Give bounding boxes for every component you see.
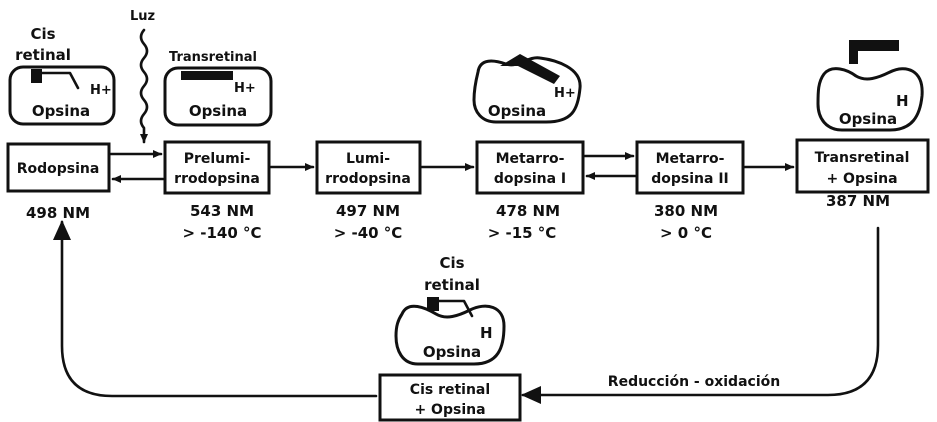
- metarro1-opsina-label: Opsina: [488, 102, 546, 120]
- metarro2-nm: 380 NM: [654, 202, 718, 220]
- transretinal-icon: [181, 71, 233, 80]
- metarro1-nm: 478 NM: [496, 202, 560, 220]
- metarro1-temp: > -15 °C: [488, 224, 557, 242]
- metarro2-label-2: dopsina II: [651, 171, 729, 187]
- transretinal-label: Transretinal: [169, 50, 257, 65]
- reduction-oxidation-label: Reducción - oxidación: [608, 374, 780, 390]
- trans-nm: 387 NM: [826, 192, 890, 210]
- lumi-nm: 497 NM: [336, 202, 400, 220]
- metarro1-label-1: Metarro-: [496, 151, 565, 167]
- arrow-reduction-oxidation: [523, 228, 878, 395]
- cis-opsina-label-1: Cis retinal: [410, 382, 490, 398]
- free-transretinal-icon: [849, 40, 899, 51]
- metarro1-hplus: H+: [554, 86, 576, 101]
- light-label: Luz: [130, 9, 155, 24]
- free-transretinal-stub: [849, 50, 858, 64]
- rodopsina-label: Rodopsina: [17, 161, 100, 177]
- lumi-temp: > -40 °C: [334, 224, 403, 242]
- metarro2-temp: > 0 °C: [660, 224, 712, 242]
- cis-opsina-label-2: + Opsina: [414, 402, 485, 418]
- trans-label-1: Transretinal: [815, 150, 910, 166]
- bottom-opsin-h: H: [480, 324, 493, 342]
- lumi-label-2: rrodopsina: [325, 171, 411, 187]
- trans-label-2: + Opsina: [826, 171, 897, 187]
- cis-retinal-label-2: retinal: [15, 46, 71, 64]
- prelumi-nm: 543 NM: [190, 202, 254, 220]
- free-opsin-h: H: [896, 92, 909, 110]
- prelumi-label-1: Prelumi-: [184, 151, 251, 167]
- prelumi-temp: > -140 °C: [182, 224, 261, 242]
- metarro1-label-2: dopsina I: [494, 171, 566, 187]
- cis-retinal-label-1: Cis: [30, 25, 55, 43]
- cis-retinal-icon: [31, 69, 42, 83]
- metarro2-label-1: Metarro-: [656, 151, 725, 167]
- prelumi-opsina-label: Opsina: [189, 102, 247, 120]
- bottom-cis-retinal-icon: [427, 297, 439, 311]
- lumi-label-1: Lumi-: [346, 151, 390, 167]
- arrow-to-rodopsina: [62, 222, 376, 396]
- rodopsina-opsina-label: Opsina: [32, 102, 90, 120]
- prelumi-hplus: H+: [234, 81, 256, 96]
- free-opsina-label: Opsina: [839, 110, 897, 128]
- rodopsina-hplus: H+: [90, 83, 112, 98]
- rodopsina-nm: 498 NM: [26, 204, 90, 222]
- bottom-cis-label-2: retinal: [424, 276, 480, 294]
- bottom-opsina-label: Opsina: [423, 343, 481, 361]
- bottom-cis-label-1: Cis: [439, 254, 464, 272]
- light-squiggle-arrow: [141, 30, 147, 142]
- prelumi-label-2: rrodopsina: [174, 171, 260, 187]
